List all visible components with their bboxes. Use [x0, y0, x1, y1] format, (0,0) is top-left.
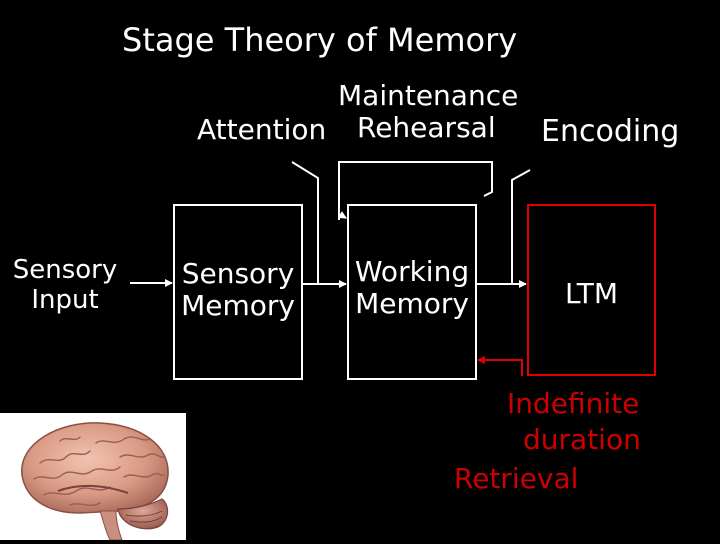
sensory-memory-box: [173, 204, 303, 380]
maintenance-label: Maintenance: [338, 79, 519, 112]
brain-icon: [21, 422, 169, 541]
working-memory-label: Working Memory: [349, 255, 475, 321]
sensory-memory-label: Sensory Memory: [175, 257, 301, 323]
sensory-memory-line1: Sensory: [181, 257, 295, 290]
diagram-title: Stage Theory of Memory: [122, 21, 518, 59]
attention-line: [291, 161, 319, 284]
brain-image: [0, 413, 186, 541]
encoding-label: Encoding: [541, 114, 680, 149]
rehearsal-arrow: [337, 211, 347, 219]
encoding-line: [511, 169, 531, 284]
working-memory-line2: Memory: [355, 287, 469, 321]
indefinite-label: Indefinite: [507, 387, 640, 420]
sensory-input-line1: Sensory: [12, 255, 118, 285]
rehearsal-label: Rehearsal: [357, 111, 496, 144]
duration-label: duration: [523, 423, 641, 456]
sensory-input-label: Sensory Input: [2, 255, 128, 316]
ltm-box: [527, 204, 656, 376]
retrieval-path: [485, 359, 523, 376]
retrieval-label: Retrieval: [454, 462, 579, 495]
sensory-input-line2: Input: [31, 284, 99, 315]
working-memory-line1: Working: [354, 255, 470, 288]
ltm-label: LTM: [564, 277, 618, 310]
rehearsal-loop: [338, 161, 493, 220]
attention-label: Attention: [197, 113, 327, 146]
working-memory-box: [347, 204, 477, 380]
sensory-memory-line2: Memory: [181, 289, 295, 323]
